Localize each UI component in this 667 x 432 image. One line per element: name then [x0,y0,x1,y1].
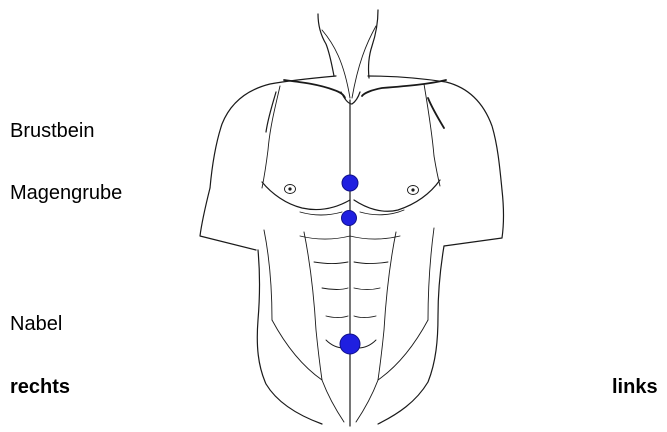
torso-right-side [378,246,444,424]
deltoid-right-line [424,84,440,186]
ab-row-3b [354,288,380,290]
pectoral-right-lower [354,180,440,211]
shoulder-left-outline [210,76,336,188]
shoulder-right-outline [368,76,502,190]
neck-right-outline [368,10,378,78]
ab-row-2b [354,262,388,264]
arm-left-outline [200,188,256,250]
oblique-left [272,320,322,380]
torso-left-side [257,250,322,424]
brustbein-label: Brustbein [10,121,95,141]
ab-row-2 [314,262,348,264]
pectoral-left-lower [262,182,350,210]
arm-right-outline [444,190,504,246]
ab-row-3 [322,288,348,290]
neck-muscle-right [352,26,376,98]
chest-crease-left [300,212,342,215]
ab-line-right-outer [378,232,396,380]
navel-crease-right [358,340,376,348]
brustbein-point [342,175,358,191]
lower-abdomen-right [356,380,378,422]
nipple-right-icon [408,186,419,195]
ab-row-4b [354,316,376,318]
deltoid-left-line [262,86,280,188]
nipple-left-icon [285,185,296,194]
magengrube-label: Magengrube [10,183,122,203]
magengrube-point [342,211,357,226]
neck-left-outline [318,14,334,76]
nabel-point [340,334,360,354]
oblique-right [378,320,428,380]
ab-row-4 [326,316,348,318]
clavicle-right [362,80,446,96]
nabel-label: Nabel [10,314,62,334]
ab-line-left-outer [304,232,322,380]
lower-abdomen-left [322,380,344,422]
clavicle-left [284,80,345,98]
links-label: links [612,377,658,397]
waist-left-inner [264,230,272,320]
rechts-label: rechts [10,377,70,397]
waist-right-inner [428,228,434,320]
